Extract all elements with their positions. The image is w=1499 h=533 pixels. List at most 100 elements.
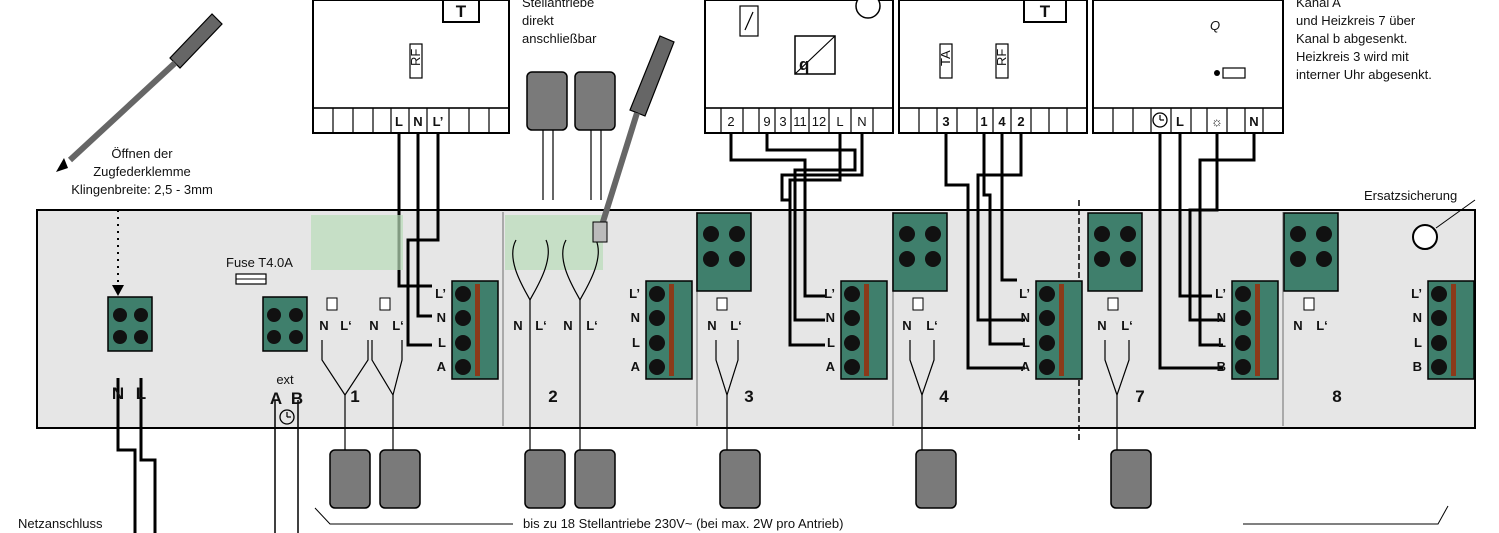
svg-text:N: N xyxy=(437,310,446,325)
t2-term-12: 12 xyxy=(812,114,826,129)
svg-text:L’: L’ xyxy=(629,286,640,301)
svg-text:L’: L’ xyxy=(435,286,446,301)
svg-text:L‘: L‘ xyxy=(340,318,352,333)
svg-text:L‘: L‘ xyxy=(1316,318,1328,333)
t2-term-l: L xyxy=(836,114,843,129)
t4-term-n: N xyxy=(1249,114,1258,129)
room-thermostat-4: Q xyxy=(1092,0,1284,134)
t2-term-3: 3 xyxy=(779,114,786,129)
symbol-q: q xyxy=(799,55,809,74)
ext-term-a: A xyxy=(270,389,282,408)
label-open-clamp-2: Zugfederklemme xyxy=(93,164,191,179)
channel-2: 2 xyxy=(548,387,557,406)
t1-term-lp: L’ xyxy=(433,114,444,129)
symbol-ta: TA xyxy=(938,50,953,66)
actuators xyxy=(329,71,1152,509)
screwdriver-icon xyxy=(56,13,223,172)
svg-text:N: N xyxy=(902,318,911,333)
svg-text:L: L xyxy=(1022,335,1030,350)
symbol-rf: RF xyxy=(408,49,423,66)
label-bottom-note: bis zu 18 Stellantriebe 230V~ (bei max. … xyxy=(523,516,843,531)
label-mains: Netzanschluss xyxy=(18,516,103,531)
svg-text:B: B xyxy=(1413,359,1422,374)
svg-text:N: N xyxy=(563,318,572,333)
svg-text:N: N xyxy=(1021,310,1030,325)
clock-icon-ext xyxy=(279,409,295,425)
svg-text:N: N xyxy=(1293,318,1302,333)
svg-text:L‘: L‘ xyxy=(392,318,404,333)
svg-text:N: N xyxy=(1413,310,1422,325)
symbol-t-2: T xyxy=(1040,2,1051,21)
svg-text:L‘: L‘ xyxy=(730,318,742,333)
label-note-5: interner Uhr abgesenkt. xyxy=(1296,67,1432,82)
t2-term-2: 2 xyxy=(727,114,734,129)
svg-text:A: A xyxy=(826,359,836,374)
svg-text:L: L xyxy=(632,335,640,350)
svg-text:N: N xyxy=(631,310,640,325)
t3-term-4: 4 xyxy=(998,114,1006,129)
screwdriver-icon-2 xyxy=(592,35,675,243)
label-actuators-1: Stellantriebe xyxy=(522,0,594,10)
label-open-clamp-1: Öffnen der xyxy=(111,146,173,161)
t3-term-3: 3 xyxy=(942,114,949,129)
terminal-strip-2 xyxy=(704,107,894,134)
room-thermostat-1: T RF xyxy=(312,0,510,134)
channel-7: 7 xyxy=(1135,387,1144,406)
ext-term-b: B xyxy=(291,389,303,408)
terminal-strip-1 xyxy=(312,107,510,134)
ext-terminal-block xyxy=(262,296,308,352)
spare-fuse-icon xyxy=(1412,224,1438,250)
label-note-2: und Heizkreis 7 über xyxy=(1296,13,1416,28)
label-actuators-2: direkt xyxy=(522,13,554,28)
clock-icon xyxy=(1152,112,1168,128)
svg-text:L: L xyxy=(438,335,446,350)
svg-text:L’: L’ xyxy=(1411,286,1422,301)
svg-text:L’: L’ xyxy=(824,286,835,301)
symbol-q-italic: Q xyxy=(1210,18,1220,33)
svg-text:L: L xyxy=(1414,335,1422,350)
svg-text:L: L xyxy=(827,335,835,350)
svg-text:A: A xyxy=(437,359,447,374)
svg-text:L’: L’ xyxy=(1215,286,1226,301)
label-ext: ext xyxy=(276,372,294,387)
svg-text:N: N xyxy=(513,318,522,333)
t4-term-l: L xyxy=(1176,114,1184,129)
svg-text:L‘: L‘ xyxy=(535,318,547,333)
label-actuators-3: anschließbar xyxy=(522,31,597,46)
sun-icon: ☼ xyxy=(1211,114,1223,129)
svg-text:N: N xyxy=(319,318,328,333)
t2-term-11: 11 xyxy=(793,114,807,129)
symbol-rf-2: RF xyxy=(994,49,1009,66)
t3-term-2: 2 xyxy=(1017,114,1024,129)
terminal-strip-4 xyxy=(1092,107,1284,134)
mains-term-l: L xyxy=(136,384,146,403)
svg-text:L: L xyxy=(1218,335,1226,350)
t3-term-1: 1 xyxy=(980,114,987,129)
svg-text:N: N xyxy=(1217,310,1226,325)
svg-text:A: A xyxy=(1021,359,1031,374)
channel-4: 4 xyxy=(939,387,949,406)
channel-1: 1 xyxy=(350,387,359,406)
svg-text:B: B xyxy=(1217,359,1226,374)
channel-8: 8 xyxy=(1332,387,1341,406)
svg-text:N: N xyxy=(826,310,835,325)
svg-text:L‘: L‘ xyxy=(1121,318,1133,333)
label-note-3: Kanal b abgesenkt. xyxy=(1296,31,1407,46)
label-note-4: Heizkreis 3 wird mit xyxy=(1296,49,1409,64)
svg-text:N: N xyxy=(707,318,716,333)
label-note-1: Kanal A xyxy=(1296,0,1341,10)
label-fuse: Fuse T4.0A xyxy=(226,255,293,270)
t2-term-n: N xyxy=(857,114,866,129)
t1-term-n: N xyxy=(413,114,422,129)
svg-text:L‘: L‘ xyxy=(586,318,598,333)
mains-term-n: N xyxy=(112,384,124,403)
t2-term-9: 9 xyxy=(763,114,770,129)
label-spare-fuse: Ersatzsicherung xyxy=(1364,188,1457,203)
svg-text:L’: L’ xyxy=(1019,286,1030,301)
t1-term-l: L xyxy=(395,114,403,129)
svg-text:N: N xyxy=(369,318,378,333)
symbol-t: T xyxy=(456,2,467,21)
svg-text:L‘: L‘ xyxy=(926,318,938,333)
svg-text:N: N xyxy=(1097,318,1106,333)
